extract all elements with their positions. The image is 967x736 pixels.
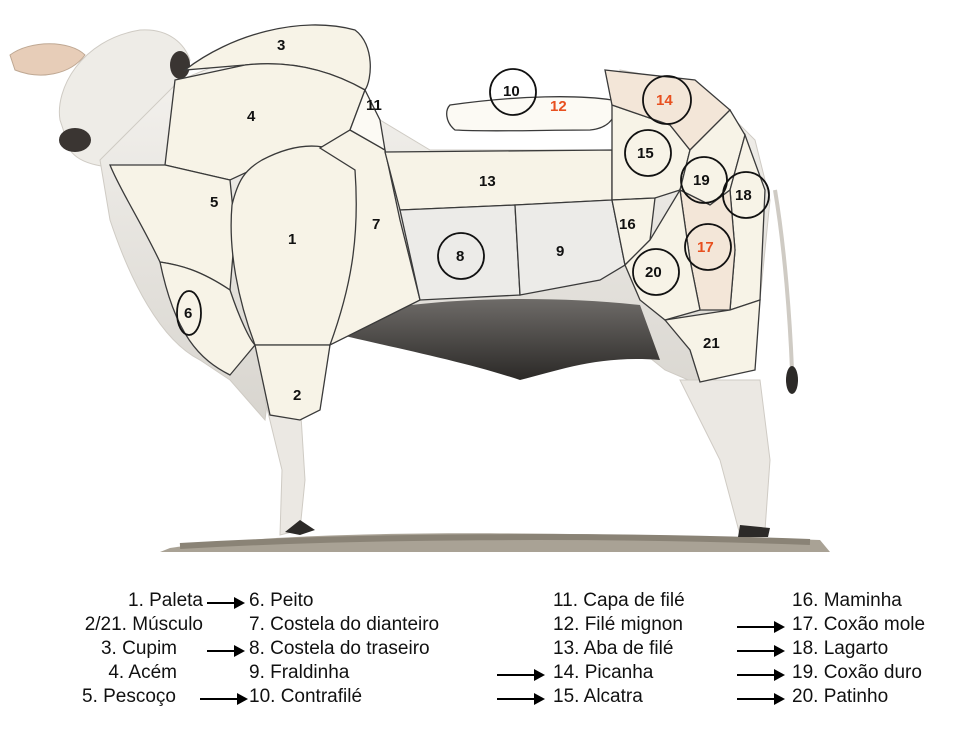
legend-item: 9. Fraldinha [249, 662, 349, 684]
legend-item: 11. Capa de filé [553, 590, 685, 612]
cut-number-8: 8 [456, 248, 464, 265]
legend: 1. Paleta 2/21. Músculo 3. Cupim 4. Acém… [0, 590, 967, 736]
arrow-icon [207, 650, 243, 652]
cut-number-13: 13 [479, 173, 496, 190]
cut-number-11: 11 [366, 97, 382, 114]
legend-item: 16. Maminha [792, 590, 902, 612]
arrow-icon [497, 674, 543, 676]
region-aba-file [385, 150, 612, 210]
arrow-icon [737, 698, 783, 700]
legend-item: 20. Patinho [792, 686, 888, 708]
legend-item: 3. Cupim [101, 638, 177, 660]
arrow-icon [737, 626, 783, 628]
arrow-icon [207, 602, 243, 604]
cut-number-12: 12 [550, 98, 567, 115]
legend-item: 14. Picanha [553, 662, 653, 684]
cut-number-20: 20 [645, 264, 662, 281]
cut-number-9: 9 [556, 243, 564, 260]
legend-item: 6. Peito [249, 590, 313, 612]
region-file-mignon [447, 97, 615, 131]
cut-number-21: 21 [703, 335, 720, 352]
arrow-icon [737, 674, 783, 676]
legend-item: 2/21. Músculo [85, 614, 203, 636]
legend-item: 17. Coxão mole [792, 614, 925, 636]
legend-item: 12. Filé mignon [553, 614, 683, 636]
cut-number-18: 18 [735, 187, 752, 204]
legend-item: 5. Pescoço [82, 686, 176, 708]
cut-number-14: 14 [656, 92, 673, 109]
cut-number-10: 10 [503, 83, 520, 100]
cut-number-4: 4 [247, 108, 256, 125]
legend-item: 8. Costela do traseiro [249, 638, 430, 660]
cut-number-2: 2 [293, 387, 301, 404]
legend-item: 15. Alcatra [553, 686, 643, 708]
cut-number-5: 5 [210, 194, 218, 211]
arrow-icon [497, 698, 543, 700]
legend-item: 18. Lagarto [792, 638, 888, 660]
cut-number-16: 16 [619, 216, 636, 233]
legend-item: 19. Coxão duro [792, 662, 922, 684]
cattle-cuts-diagram: 1 2 3 4 5 6 7 8 9 10 11 12 13 14 15 16 1… [0, 0, 967, 560]
cut-number-17: 17 [697, 239, 714, 256]
legend-item: 7. Costela do dianteiro [249, 614, 439, 636]
cut-number-1: 1 [288, 231, 296, 248]
cut-number-6: 6 [184, 305, 192, 322]
cut-number-19: 19 [693, 172, 710, 189]
arrow-icon [737, 650, 783, 652]
legend-item: 10. Contrafilé [249, 686, 362, 708]
cut-number-7: 7 [372, 216, 380, 233]
cut-number-15: 15 [637, 145, 654, 162]
arrow-icon [200, 698, 246, 700]
legend-item: 4. Acém [108, 662, 177, 684]
legend-item: 1. Paleta [128, 590, 203, 612]
cut-number-3: 3 [277, 37, 285, 54]
legend-item: 13. Aba de filé [553, 638, 673, 660]
